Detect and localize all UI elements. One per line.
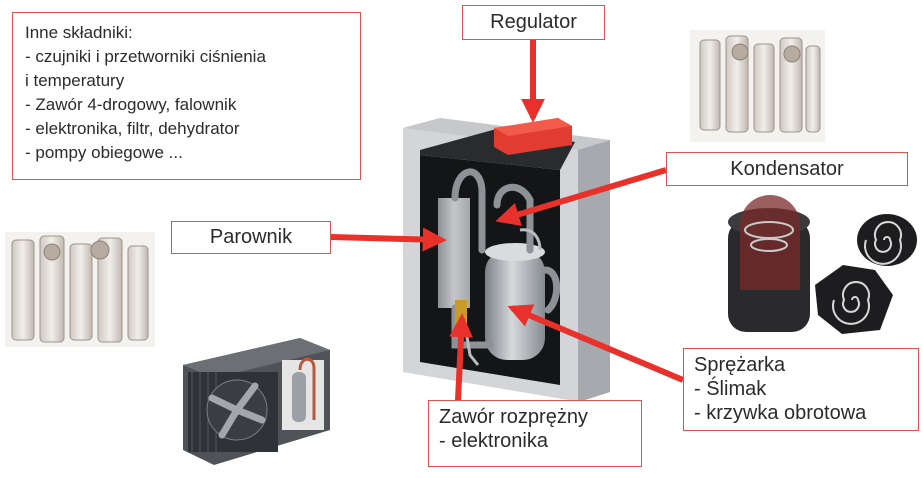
other-components-box: Inne składniki: - czujniki i przetwornik… bbox=[12, 12, 361, 180]
outdoor-unit-illustration bbox=[183, 338, 330, 465]
expansion-valve-title: Zawór rozprężny bbox=[439, 406, 588, 428]
arrow-kondensator bbox=[495, 167, 667, 226]
indoor-unit-cabinet bbox=[403, 118, 610, 402]
other-components-line: - pompy obiegowe ... bbox=[25, 143, 183, 162]
regulator-label: Regulator bbox=[490, 11, 577, 33]
compressor-line: - Ślimak bbox=[694, 378, 767, 400]
other-components-line: i temperatury bbox=[25, 71, 125, 90]
compressor-label-box: Sprężarka - Ślimak - krzywka obrotowa bbox=[683, 348, 919, 431]
other-components-line: - czujniki i przetworniki ciśnienia bbox=[25, 47, 266, 66]
regulator-label-box: Regulator bbox=[462, 5, 605, 40]
arrow-zawor bbox=[449, 313, 474, 401]
arrow-sprezarka bbox=[507, 304, 685, 383]
condenser-label-box: Kondensator bbox=[666, 152, 908, 186]
condenser-label: Kondensator bbox=[730, 158, 844, 180]
compressor-line: - krzywka obrotowa bbox=[694, 402, 867, 424]
scroll-compressor-photo bbox=[728, 195, 917, 334]
expansion-valve-label-box: Zawór rozprężny - elektronika bbox=[428, 400, 642, 467]
evaporator-label: Parownik bbox=[209, 226, 293, 248]
expansion-valve-line: - elektronika bbox=[439, 430, 548, 452]
other-components-line: - elektronika, filtr, dehydrator bbox=[25, 119, 240, 138]
evaporator-label-box: Parownik bbox=[171, 221, 331, 254]
callout-arrows bbox=[330, 40, 685, 401]
compressor-title: Sprężarka bbox=[694, 354, 786, 376]
other-components-title: Inne składniki: bbox=[25, 23, 133, 42]
arrow-parownik bbox=[330, 227, 447, 252]
plate-exchanger-photo-top bbox=[690, 30, 825, 142]
other-components-line: - Zawór 4-drogowy, falownik bbox=[25, 95, 237, 114]
plate-exchanger-photo-left bbox=[5, 232, 155, 347]
